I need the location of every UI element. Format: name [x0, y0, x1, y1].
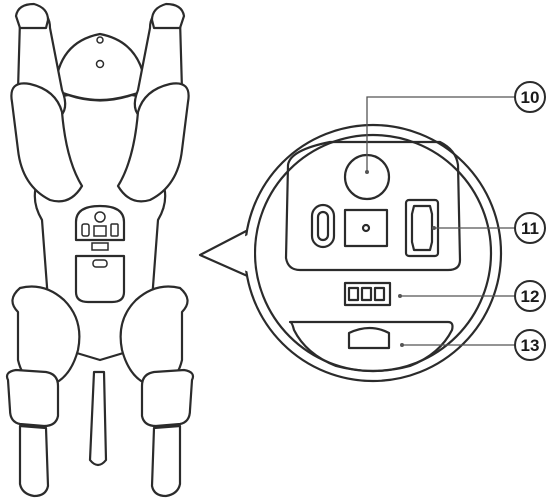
torso-battery-cover: [74, 254, 126, 304]
zoom-usb-c-port: [310, 203, 336, 249]
robot-dog-body: [5, 2, 195, 498]
zoom-power-port: [343, 208, 389, 248]
zoom-battery-cover: [288, 320, 454, 373]
front-left-paw: [14, 2, 50, 30]
leader-lines: [365, 96, 515, 347]
callout-10-label: 10: [521, 88, 540, 107]
zoom-detail: [198, 123, 503, 383]
zoom-hdmi-port-inner: [410, 204, 434, 252]
callout-10: 10: [514, 81, 546, 113]
zoom-switch-seg-2: [360, 286, 373, 302]
zoom-usb-c-port-inner: [316, 210, 330, 242]
zoom-switch-seg-3: [373, 286, 386, 302]
hind-left-foot: [18, 424, 50, 498]
hind-right-foot: [150, 424, 182, 498]
tail: [88, 370, 108, 467]
zoom-port-panel: [284, 140, 462, 272]
callout-13: 13: [514, 329, 546, 361]
zoom-power-port-pin: [361, 223, 371, 233]
right-shoulder: [116, 82, 190, 203]
callout-13-label: 13: [521, 336, 540, 355]
head-sensor: [96, 36, 104, 44]
head-fingerprint-icon: [95, 59, 105, 69]
callout-12: 12: [514, 280, 546, 312]
torso-button: [94, 211, 106, 223]
zoom-switch: [343, 281, 392, 307]
callout-12-label: 12: [521, 287, 540, 306]
front-right-paw: [150, 2, 186, 30]
callout-11: 11: [514, 212, 546, 244]
torso-power-port: [93, 225, 107, 237]
torso-usb-port: [81, 223, 90, 237]
callout-11-label: 11: [521, 219, 539, 238]
zoom-battery-latch: [347, 326, 391, 350]
zoom-ring-outer: [243, 123, 503, 383]
leader-10: [366, 96, 515, 172]
torso-hdmi-port: [110, 223, 119, 237]
torso-switch: [91, 242, 109, 251]
left-shoulder: [10, 82, 84, 203]
hind-left-leg: [5, 368, 60, 428]
hind-right-leg: [140, 368, 195, 428]
zoom-switch-seg-1: [347, 286, 360, 302]
torso-battery-latch: [92, 259, 108, 268]
